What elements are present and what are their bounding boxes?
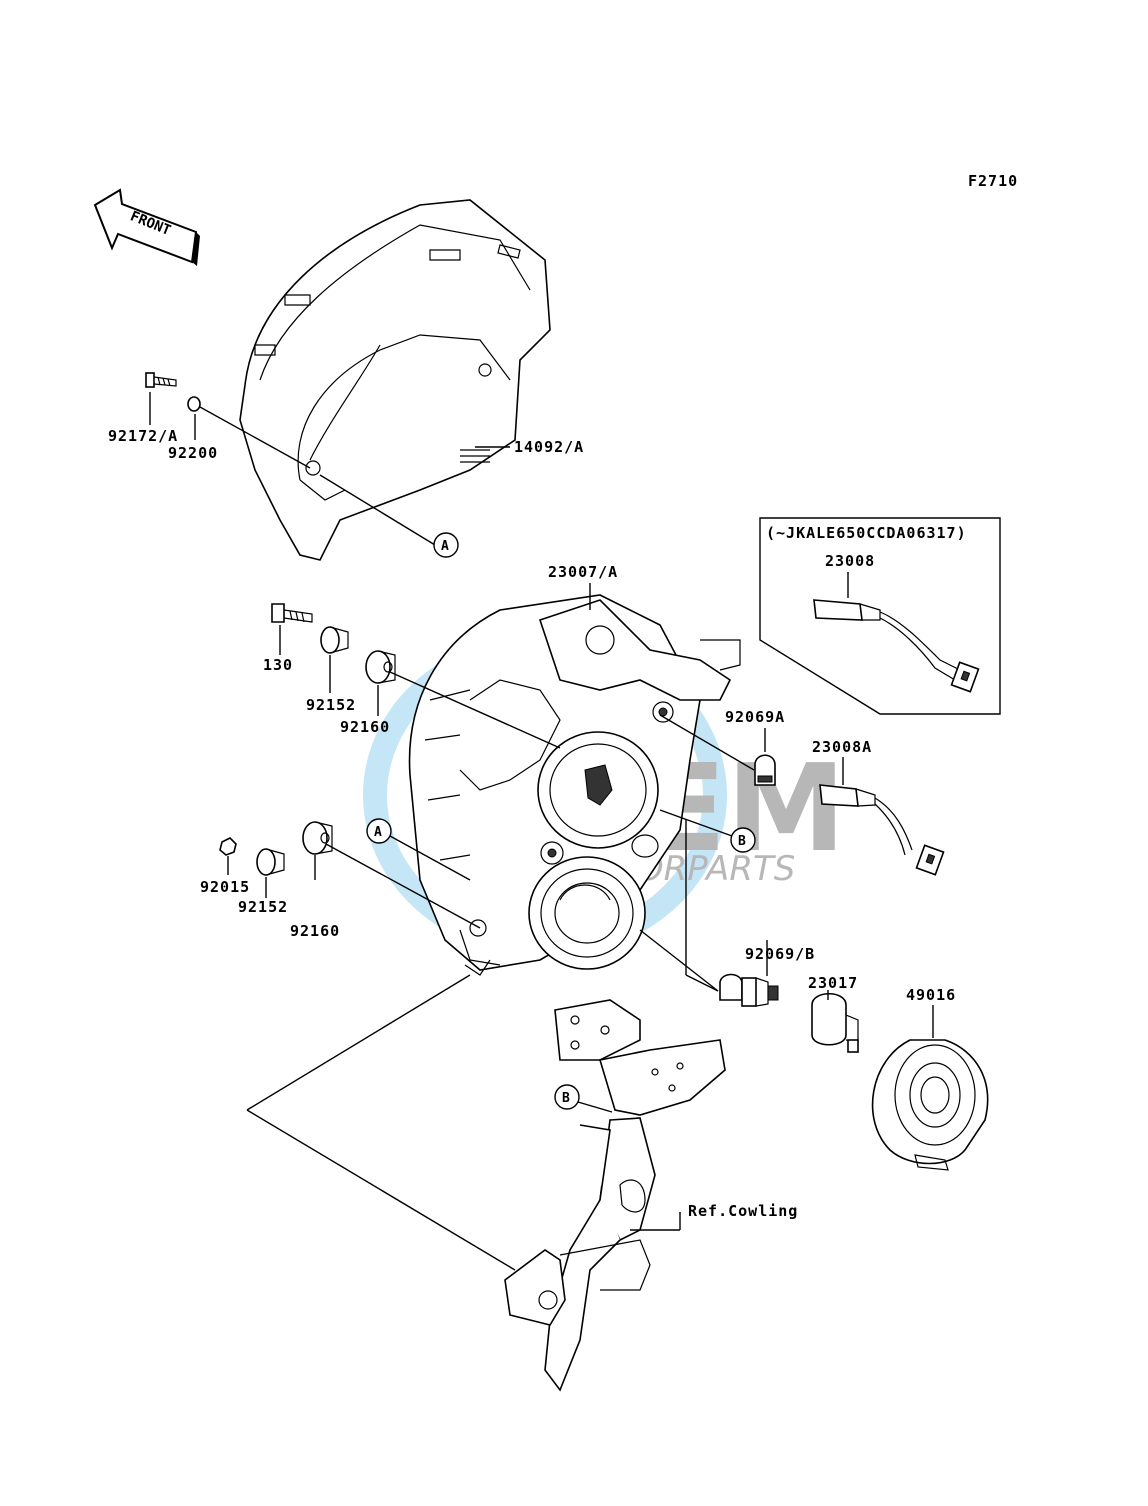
label-92160-bot: 92160 — [290, 922, 340, 940]
label-92069a: 92069A — [725, 708, 785, 726]
label-92015: 92015 — [200, 878, 250, 896]
bulb-92069b-drawing — [719, 973, 779, 1007]
front-arrow-icon: FRONT — [93, 188, 200, 266]
variant-note: (~JKALE650CCDA06317) — [766, 524, 967, 542]
callout-a-mid: A — [366, 818, 392, 844]
bulb-23008-drawing — [813, 599, 980, 693]
headlight-assembly-drawing — [408, 594, 741, 976]
headlight-cover-drawing — [239, 199, 551, 561]
bolt-130-drawing — [271, 603, 313, 623]
label-92200: 92200 — [168, 444, 218, 462]
grommet-92160-top-drawing — [365, 650, 396, 684]
label-92152-top: 92152 — [306, 696, 356, 714]
label-92069b: 92069/B — [745, 945, 815, 963]
label-92160-top: 92160 — [340, 718, 390, 736]
washer-92200-drawing — [187, 396, 201, 412]
label-49016: 49016 — [906, 986, 956, 1004]
svg-text:A: A — [374, 825, 382, 840]
socket-23017-drawing — [811, 992, 859, 1053]
svg-text:B: B — [562, 1091, 570, 1106]
label-ref-cowling: Ref.Cowling — [688, 1202, 798, 1220]
label-92172a: 92172/A — [108, 427, 178, 445]
bulb-92069a-drawing — [754, 754, 776, 786]
variant-box: (~JKALE650CCDA06317) 23008 — [759, 517, 1001, 715]
collar-92152-bot-drawing — [256, 848, 285, 876]
label-23017: 23017 — [808, 974, 858, 992]
label-130: 130 — [263, 656, 293, 674]
callout-b-bracket: B — [554, 1084, 580, 1110]
grommet-92160-bot-drawing — [302, 821, 333, 855]
callout-b-right: B — [730, 827, 756, 853]
nut-92015-drawing — [219, 837, 237, 856]
figure-code: F2710 — [968, 172, 1018, 190]
label-14092a: 14092/A — [514, 438, 584, 456]
label-23008a: 23008A — [812, 738, 872, 756]
dust-cover-49016-drawing — [871, 1039, 989, 1171]
svg-text:A: A — [441, 539, 449, 554]
label-23008: 23008 — [825, 552, 875, 570]
socket-23008a-drawing — [819, 784, 945, 876]
bolt-92172a-drawing — [145, 372, 177, 388]
svg-text:B: B — [738, 834, 746, 849]
bracket-drawing — [504, 999, 726, 1392]
collar-92152-top-drawing — [320, 626, 349, 654]
callout-a-top: A — [433, 532, 459, 558]
label-23007a: 23007/A — [548, 563, 618, 581]
label-92152-bot: 92152 — [238, 898, 288, 916]
